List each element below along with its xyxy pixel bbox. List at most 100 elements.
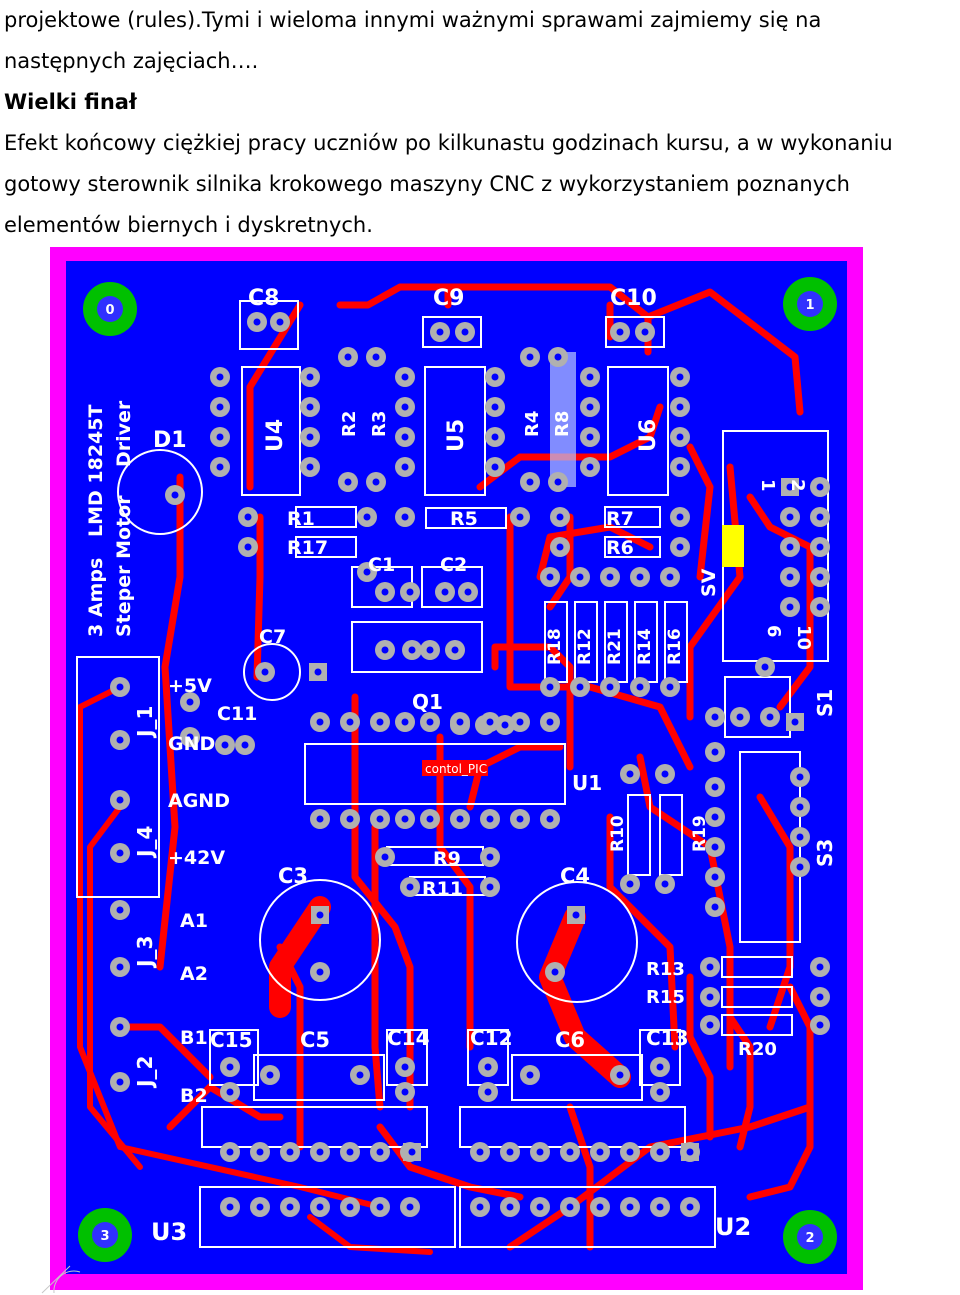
pad-hole [556,543,564,551]
pad-hole [596,1148,604,1156]
pad-hole [346,1203,354,1211]
pad-hole [116,796,124,804]
pad-hole [546,573,554,581]
pad-hole [554,353,562,361]
pad-hole [706,1021,714,1029]
silk-label: B2 [180,1085,208,1107]
outline [117,449,203,535]
pad-hole [316,968,324,976]
pad-hole [266,1071,274,1079]
pad-hole [286,1203,294,1211]
silk-label: R13 [646,959,685,980]
trace [246,301,304,491]
trace [87,804,143,1170]
silk-label: R14 [635,628,655,665]
pad-hole [226,1088,234,1096]
trace [756,793,794,1031]
outline [295,506,357,528]
silk-label: C12 [470,1026,513,1050]
pad-hole [316,1148,324,1156]
outline [304,743,566,805]
silk-label: 6 [763,625,784,638]
outline [721,956,793,978]
silk-label: J_3 [133,936,157,969]
silk-label: A1 [180,910,208,932]
silk-label: C11 [217,703,257,725]
pad-hole [786,603,794,611]
pad-hole [686,1203,694,1211]
pad-hole [816,543,824,551]
silk-label: C13 [646,1026,689,1050]
outline [241,366,301,496]
silk-label: C10 [610,286,657,311]
pad-hole [616,328,624,336]
silk-label: C5 [300,1028,330,1052]
trace [491,643,574,771]
pad-hole [636,573,644,581]
pad-hole [676,403,684,411]
pad-hole [376,1148,384,1156]
mount-hole-center [92,1222,118,1248]
pad-hole [786,543,794,551]
pad-hole [226,1203,234,1211]
pad-hole [626,1148,634,1156]
pad-hole [186,733,194,741]
pad-hole [554,478,562,486]
pad-hole [491,373,499,381]
silk-label: +42V [168,847,225,869]
pad-hole [221,741,229,749]
mount-hole-label: 1 [805,298,814,313]
pad-hole [401,403,409,411]
silk-label: 10 [793,625,814,650]
trace [686,443,714,581]
trace [156,473,184,971]
copper-traces [77,283,814,1255]
silk-label: R9 [433,848,461,870]
silk-label: R7 [606,508,634,530]
trace [166,1083,284,1131]
pad-hole [401,463,409,471]
pad-hole [676,373,684,381]
pad-hole [256,1203,264,1211]
silk-label: S1 [813,689,837,717]
trace [644,288,804,416]
pad-hole [791,718,799,726]
pad-hole [816,1021,824,1029]
pad-hole [363,513,371,521]
pad-hole [576,573,584,581]
pad-hole [316,718,324,726]
pad-hole [526,1071,534,1079]
pad-hole [816,483,824,491]
pad-hole [426,718,434,726]
document-text: projektowe (rules).Tymi i wieloma innymi… [4,0,960,246]
pad-hole [286,1148,294,1156]
pad-hole [676,433,684,441]
pad-hole [606,573,614,581]
trace [77,684,383,1210]
pad-hole [816,993,824,1001]
silk-label: J_4 [133,826,157,859]
silk-label: R16 [665,628,685,665]
pad-hole [116,1023,124,1031]
pad-hole [372,353,380,361]
pad-hole [346,718,354,726]
pad-hole [372,478,380,486]
pad-hole [636,683,644,691]
pad-hole [461,328,469,336]
pad-hole [786,573,794,581]
pad-hole [401,513,409,521]
pad-hole [666,573,674,581]
pad-hole [226,1063,234,1071]
outline [422,316,482,348]
outline [721,986,793,1008]
pad-hole [536,1203,544,1211]
pad-hole [186,698,194,706]
silk-label: Steper Motor [113,495,135,637]
pad-hole [516,513,524,521]
pad-hole [491,433,499,441]
pad-hole [546,683,554,691]
paragraph-line-1: projektowe (rules).Tymi i wieloma innymi… [4,8,822,32]
pad-hole [401,1063,409,1071]
pad-hole [253,318,261,326]
